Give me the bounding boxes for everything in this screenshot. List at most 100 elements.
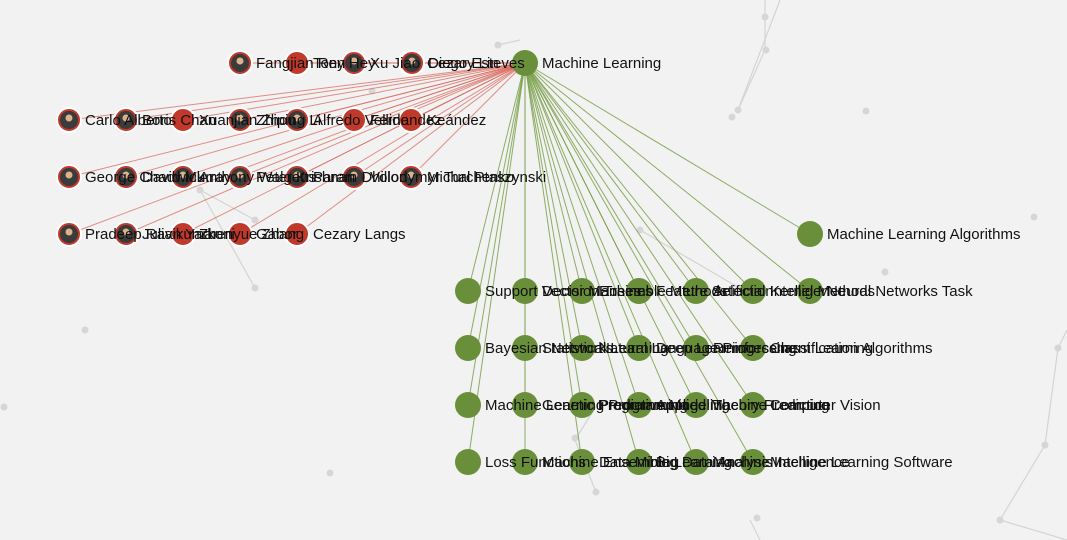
person-label: George Chadwick xyxy=(85,169,205,186)
person-node[interactable] xyxy=(227,50,253,76)
person-node[interactable] xyxy=(398,107,424,133)
background-node xyxy=(762,46,770,54)
avatar-face-icon xyxy=(236,171,244,179)
person-node[interactable] xyxy=(113,164,139,190)
topic-edge xyxy=(524,62,640,406)
topic-label: Bayesian Networks xyxy=(485,340,613,357)
topic-node[interactable] xyxy=(626,449,652,475)
person-edge xyxy=(353,62,526,178)
background-node xyxy=(326,469,334,477)
topic-node[interactable] xyxy=(626,392,652,418)
topic-node[interactable] xyxy=(683,449,709,475)
avatar-face-icon xyxy=(179,171,187,179)
person-node[interactable] xyxy=(56,221,82,247)
person-label: Zhiping Li xyxy=(256,112,321,129)
topic-edge xyxy=(524,62,697,406)
topic-label: Neural Networks Task xyxy=(827,283,973,300)
person-node[interactable] xyxy=(227,221,253,247)
person-edge xyxy=(239,62,526,178)
person-node[interactable] xyxy=(398,164,424,190)
person-label: Keández xyxy=(427,112,486,129)
person-edge xyxy=(239,62,526,235)
topic-node[interactable] xyxy=(797,221,823,247)
topic-node[interactable] xyxy=(569,449,595,475)
topic-label: Big Data Analysis xyxy=(656,454,773,471)
topic-label: Decision Trees xyxy=(542,283,641,300)
topic-label: Ensemble Methods xyxy=(599,283,727,300)
topic-node[interactable] xyxy=(740,392,766,418)
person-node[interactable] xyxy=(341,50,367,76)
person-label: Diego Esteves xyxy=(428,55,525,72)
person-node[interactable] xyxy=(56,164,82,190)
person-node[interactable] xyxy=(284,107,310,133)
topic-node[interactable] xyxy=(455,449,481,475)
topic-node[interactable] xyxy=(683,392,709,418)
topic-edge xyxy=(467,62,526,463)
topic-label: Machine Learning Algorithms xyxy=(827,226,1020,243)
topic-node[interactable] xyxy=(626,278,652,304)
topic-node[interactable] xyxy=(455,278,481,304)
person-label: Michal Ptaszynski xyxy=(427,169,546,186)
background-edge xyxy=(639,229,761,301)
person-node[interactable] xyxy=(341,107,367,133)
person-node[interactable] xyxy=(170,221,196,247)
topic-node[interactable] xyxy=(455,392,481,418)
topic-node[interactable] xyxy=(512,392,538,418)
background-node xyxy=(862,107,870,115)
person-edge xyxy=(410,62,526,178)
person-edge xyxy=(239,62,526,121)
topic-label: Predictive Modeling xyxy=(599,397,730,414)
topic-node[interactable] xyxy=(512,449,538,475)
person-edge xyxy=(125,62,526,178)
person-node[interactable] xyxy=(284,164,310,190)
topic-label: Data Mining xyxy=(599,454,679,471)
topic-edge xyxy=(524,62,640,463)
background-node xyxy=(251,284,259,292)
topic-node[interactable] xyxy=(740,335,766,361)
topic-node[interactable] xyxy=(740,449,766,475)
topic-node[interactable] xyxy=(683,278,709,304)
background-node xyxy=(996,516,1004,524)
avatar-face-icon xyxy=(350,171,358,179)
person-node[interactable] xyxy=(56,107,82,133)
topic-node[interactable] xyxy=(740,278,766,304)
person-label: David Murray xyxy=(142,169,232,186)
topic-label: Computer Vision xyxy=(770,397,881,414)
person-edge xyxy=(68,62,526,121)
background-node xyxy=(881,268,889,276)
person-label: Fernandez xyxy=(370,112,442,129)
person-label: Anthony Walgetts xyxy=(199,169,316,186)
person-node[interactable] xyxy=(113,221,139,247)
person-node[interactable] xyxy=(170,107,196,133)
person-node[interactable] xyxy=(284,50,310,76)
person-node[interactable] xyxy=(113,107,139,133)
topic-label: Machine Ensemble Learning xyxy=(542,454,732,471)
topic-node[interactable] xyxy=(512,278,538,304)
background-node xyxy=(734,106,742,114)
background-edge xyxy=(737,0,781,111)
center-label: Machine Learning xyxy=(542,55,661,72)
person-edge xyxy=(182,62,526,235)
edge-layer xyxy=(68,62,811,463)
topic-node[interactable] xyxy=(569,278,595,304)
topic-label: Natural Language Processing xyxy=(599,340,797,357)
topic-node[interactable] xyxy=(797,278,823,304)
person-node[interactable] xyxy=(170,164,196,190)
person-node[interactable] xyxy=(227,107,253,133)
person-node[interactable] xyxy=(284,221,310,247)
person-node[interactable] xyxy=(341,164,367,190)
topic-node[interactable] xyxy=(512,335,538,361)
topic-node[interactable] xyxy=(683,335,709,361)
topic-node[interactable] xyxy=(455,335,481,361)
topic-node[interactable] xyxy=(569,392,595,418)
person-node[interactable] xyxy=(399,50,425,76)
person-node[interactable] xyxy=(227,164,253,190)
topic-node[interactable] xyxy=(626,335,652,361)
person-label: Carlo Alberto xyxy=(85,112,172,129)
topic-label: Theory Prediction xyxy=(713,397,831,414)
topic-label: Machine Learning Software xyxy=(770,454,953,471)
topic-label: Genetic Programming xyxy=(542,397,688,414)
topic-node[interactable] xyxy=(569,335,595,361)
center-node[interactable] xyxy=(512,50,538,76)
